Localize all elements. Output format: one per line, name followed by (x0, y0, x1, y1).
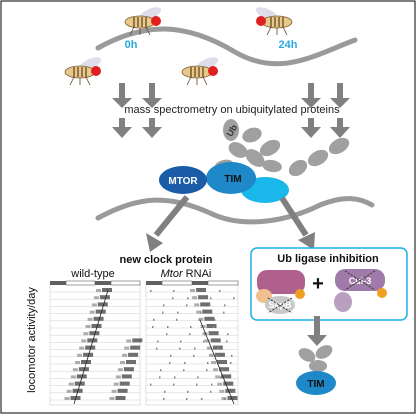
light-dark-bar (146, 281, 162, 285)
tim-protein (206, 162, 256, 194)
light-dark-bar (65, 280, 96, 286)
fruit-fly-icon (64, 57, 102, 86)
ubiquitin-unit (315, 345, 333, 359)
arrow-head (301, 98, 321, 108)
ubiquitin-unit (288, 159, 308, 177)
ligase-down-arrow (307, 316, 327, 346)
sample-arrows-top (112, 83, 350, 108)
arrow-head (142, 127, 162, 138)
time-label-0h: 0h (125, 39, 138, 51)
cullin-complex (257, 270, 305, 294)
phase-line (73, 289, 109, 405)
time-label-24h: 24h (279, 39, 298, 51)
ubiquitin-chain: Ub (214, 119, 350, 177)
light-dark-bar (110, 280, 141, 286)
protein-complex: TIM MTOR (159, 162, 289, 203)
actogram-bars (146, 288, 238, 401)
y-axis-label: locomotor activity/day (26, 287, 38, 393)
arrow-head (142, 98, 162, 108)
mtor-protein (159, 166, 207, 194)
ubiquitin-unit (242, 127, 262, 143)
rbx-subunit (256, 289, 272, 303)
mtor-label: MTOR (168, 176, 198, 187)
arrow-head (330, 98, 350, 108)
skpb-label: SkpB (268, 300, 292, 310)
light-dark-bar (50, 281, 66, 285)
phase-line (199, 319, 235, 405)
ligase-inhibition-panel: Ub ligase inhibition SkpB + Cul-3 (250, 247, 408, 321)
tim-with-ub: TIM (296, 345, 336, 395)
actogram-wild-type (49, 280, 143, 406)
light-dark-bar (207, 280, 239, 286)
ubiquitin-unit (328, 137, 350, 155)
ubiquitin-unit (245, 149, 265, 167)
arrow-shaft (279, 196, 309, 237)
light-dark-bar (95, 281, 111, 285)
ubiquitin-unit (259, 139, 281, 157)
adaptor-subunit (334, 292, 352, 312)
arrow-head (301, 127, 321, 138)
cul3-complex (335, 269, 385, 291)
arrow-head (298, 232, 315, 250)
branch-arrows (146, 195, 315, 252)
ubiquitin-unit (307, 149, 329, 167)
arrow-shaft (153, 195, 190, 237)
ligase-title: Ub ligase inhibition (277, 253, 379, 265)
light-dark-bar (192, 281, 208, 285)
wild-type-label: wild-type (70, 268, 114, 280)
sample-arrows-bottom (112, 118, 350, 138)
top-circadian-curve (95, 26, 358, 67)
ubiquitin-unit (309, 360, 327, 372)
arrow-head (330, 127, 350, 138)
fly-group (64, 7, 293, 86)
orange-subunit (295, 289, 305, 299)
lower-circadian-curve (95, 196, 375, 225)
arrow-head (146, 233, 163, 252)
tim-protein (296, 371, 336, 395)
ubiquitin-unit (298, 348, 316, 362)
inhibition-cross (344, 270, 376, 291)
fruit-fly-icon (124, 7, 162, 36)
tim-label: TIM (224, 174, 241, 185)
actogram-bars (50, 288, 143, 401)
fruit-fly-icon (181, 57, 219, 86)
mtor-rnai-label: Mtor RNAi (161, 268, 212, 280)
fruit-fly-icon (255, 7, 293, 36)
tim-label: TIM (307, 379, 324, 390)
light-dark-bar (161, 280, 193, 286)
arrow-head (112, 127, 132, 138)
actogram-frame (145, 282, 239, 406)
arrow-head (112, 98, 132, 108)
actogram-mtor-rnai (145, 280, 239, 406)
actogram-frame (49, 282, 141, 406)
clock-panel-title: new clock protein (120, 254, 213, 266)
inhibition-cross (267, 297, 293, 314)
plus-sign: + (312, 273, 324, 295)
process-label: mass spectrometry on ubiquitylated prote… (124, 104, 340, 116)
arrow-head (307, 335, 327, 346)
ubiquitin-unit (262, 159, 282, 173)
ubiquitin-unit (228, 142, 248, 158)
orange-subunit (377, 288, 387, 298)
ubiquitin-unit (223, 119, 239, 141)
